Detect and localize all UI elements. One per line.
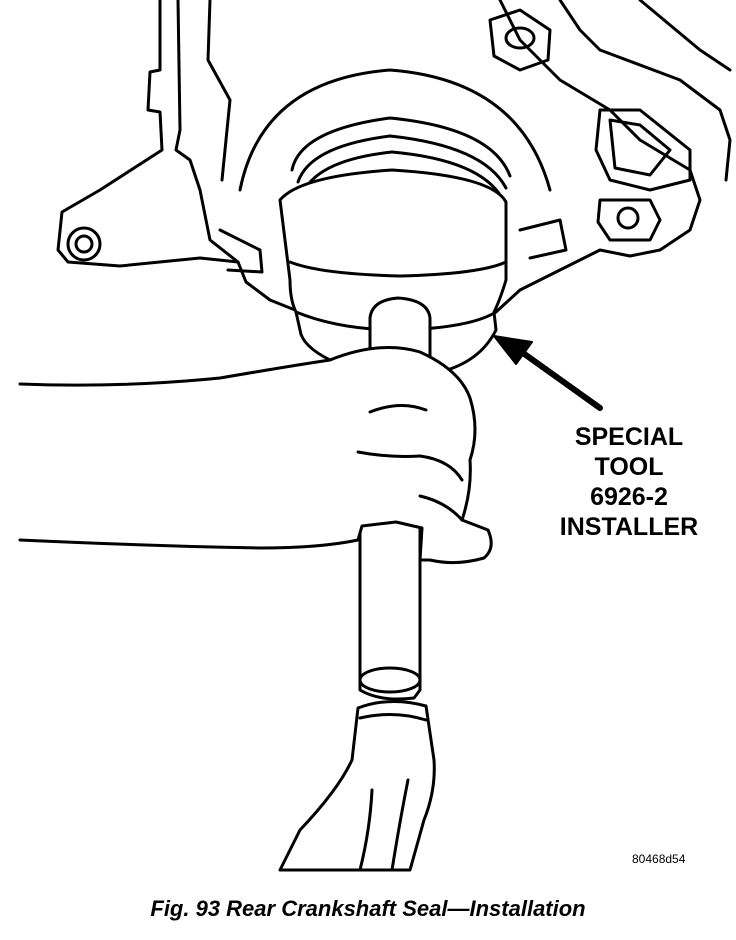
callout-arrow (493, 335, 603, 411)
hand (18, 346, 493, 565)
installer-tool (278, 168, 508, 375)
callout-line-2: TOOL (594, 453, 664, 481)
callout-line-1: SPECIAL (574, 423, 684, 451)
seal-installation-illustration (18, 0, 732, 872)
figure-caption: Fig. 93 Rear Crankshaft Seal—Installatio… (150, 896, 586, 921)
crankshaft-flange (238, 68, 552, 200)
mallet-handle (278, 699, 436, 872)
callout-line-3: 6926-2 (590, 483, 668, 511)
figure-id: 80468d54 (632, 852, 686, 866)
callout-line-4: INSTALLER (559, 513, 699, 541)
engine-block (56, 0, 732, 314)
tool-callout-label: SPECIAL TOOL 6926-2 INSTALLER (548, 422, 710, 542)
